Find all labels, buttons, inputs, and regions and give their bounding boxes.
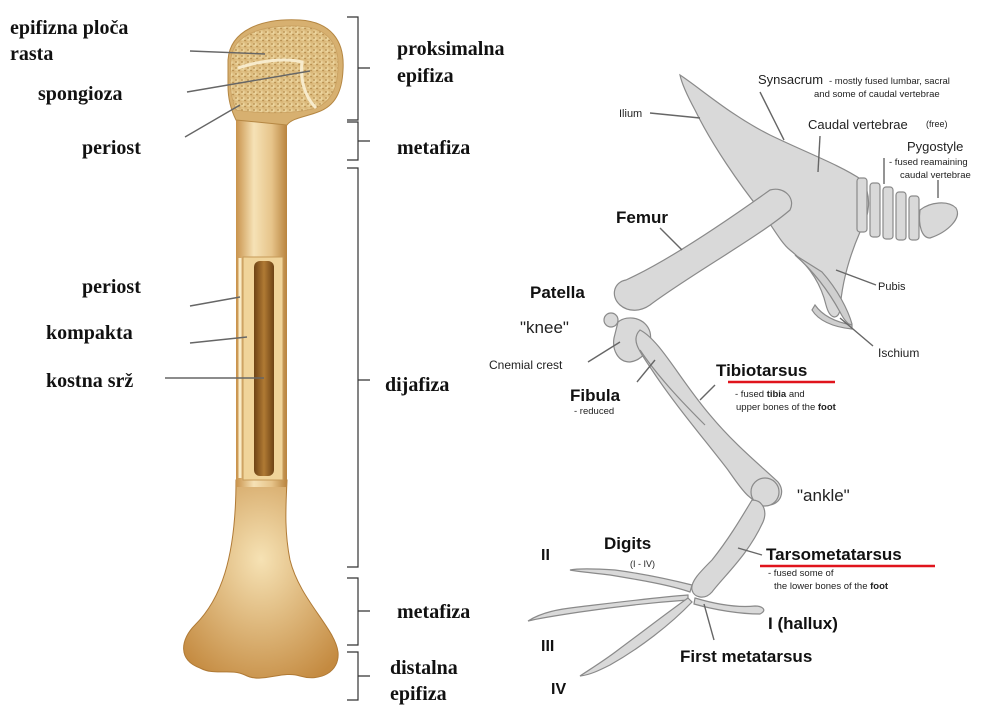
label-cnemial-crest: Cnemial crest: [489, 358, 563, 372]
label-fibula: Fibula: [570, 386, 621, 405]
label-first-metatarsus: First metatarsus: [680, 647, 812, 666]
human-bone-brackets: [347, 17, 370, 700]
label-ankle: "ankle": [797, 486, 850, 505]
label-ischium: Ischium: [878, 346, 919, 360]
label-knee: "knee": [520, 318, 569, 337]
label-distalna-epifiza: epifiza: [390, 683, 447, 705]
label-metafiza-top: metafiza: [397, 137, 470, 159]
label-pygostyle-note-2: caudal vertebrae: [900, 170, 971, 181]
label-dijafiza: dijafiza: [385, 374, 449, 396]
label-digits: Digits: [604, 534, 651, 553]
label-spongioza: spongioza: [38, 83, 122, 105]
caudal-vertebra-1: [857, 178, 867, 232]
label-digit-4: IV: [551, 681, 566, 698]
label-metafiza-bottom: metafiza: [397, 601, 470, 623]
svg-text:rasta: rasta: [10, 43, 53, 65]
caudal-vertebra-5: [909, 196, 919, 240]
label-synsacrum-note-2: and some of caudal vertebrae: [814, 89, 940, 100]
patella-shape: [604, 313, 618, 327]
label-caudal-vertebrae: Caudal vertebrae: [808, 117, 908, 132]
label-fibula-note: - reduced: [574, 406, 614, 417]
label-tarsometatarsus-note: - fused some of: [768, 568, 834, 579]
label-kostna-srz: kostna srž: [46, 370, 133, 392]
label-epifizna-ploca-1: epifizna ploča: [10, 17, 128, 39]
digit-2-shape: [570, 569, 692, 592]
caudal-vertebra-2: [870, 183, 880, 237]
label-digit-2: II: [541, 547, 550, 564]
label-epifizna-ploca-2: rasta: [10, 43, 53, 65]
label-digits-range: (I - IV): [630, 559, 655, 569]
label-proksimalna-epifiza: epifiza: [397, 65, 454, 87]
svg-text:epifizna ploča: epifizna ploča: [10, 17, 128, 39]
label-hallux: I (hallux): [768, 614, 838, 633]
label-ilium: Ilium: [619, 108, 642, 120]
label-periost-top: periost: [82, 137, 141, 159]
label-tibiotarsus-note-2: upper bones of the foot: [736, 402, 837, 413]
label-pygostyle-note-1: - fused reamaining: [889, 157, 968, 168]
label-kompakta: kompakta: [46, 322, 133, 344]
label-digit-3: III: [541, 638, 554, 655]
caudal-vertebra-3: [883, 187, 893, 239]
label-synsacrum-note-1: - mostly fused lumbar, sacral: [829, 76, 950, 87]
label-periost-mid: periost: [82, 276, 141, 298]
label-proksimalna: proksimalna: [397, 38, 504, 60]
label-pubis: Pubis: [878, 281, 906, 293]
label-caudal-free: (free): [926, 119, 948, 129]
label-tarsometatarsus: Tarsometatarsus: [766, 545, 902, 564]
marrow-cavity: [254, 261, 274, 476]
label-tibiotarsus: Tibiotarsus: [716, 361, 807, 380]
distal-epiphysis-shape: [184, 480, 339, 678]
pygostyle-shape: [919, 203, 957, 238]
caudal-vertebra-4: [896, 192, 906, 240]
spongy-bone-cut: [230, 26, 338, 113]
label-distalna: distalna: [390, 657, 458, 679]
label-tarsometatarsus-note-2: the lower bones of the foot: [774, 581, 889, 592]
label-synsacrum: Synsacrum: [758, 72, 823, 87]
label-patella: Patella: [530, 283, 585, 302]
long-bone-illustration: [184, 20, 344, 678]
tarsometatarsus-shape: [692, 500, 765, 597]
label-femur: Femur: [616, 208, 668, 227]
label-pygostyle: Pygostyle: [907, 139, 963, 154]
label-tibiotarsus-note: - fused tibia and: [735, 389, 805, 400]
